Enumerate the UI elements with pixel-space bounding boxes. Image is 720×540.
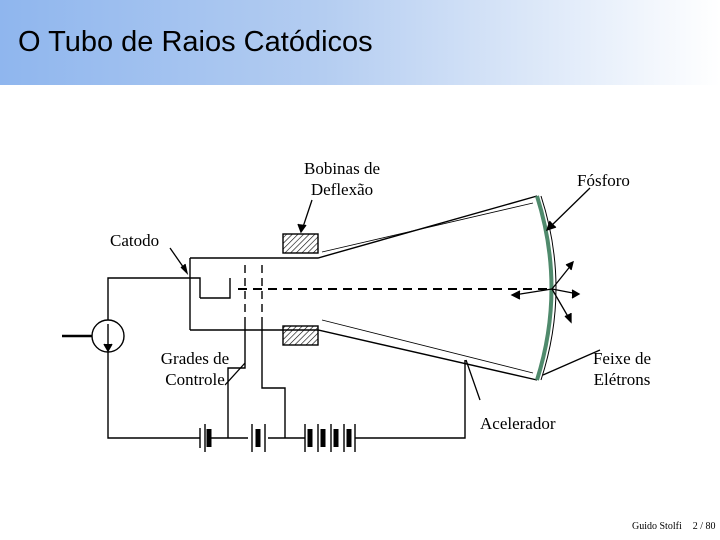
deflection-coil-bottom	[282, 325, 319, 346]
tube-funnel-bottom-inner	[321, 319, 534, 374]
battery-1	[199, 424, 212, 452]
label-deflection-coils: Bobinas de Deflexão	[287, 158, 397, 200]
label-deflection-coils-line1: Bobinas de	[303, 159, 381, 178]
footer: Guido Stolfi 2 / 80	[632, 521, 716, 532]
label-electron-beam-line1: Feixe de	[592, 349, 652, 368]
label-arrows	[169, 187, 601, 401]
label-deflection-coils-line2: Deflexão	[310, 180, 374, 199]
light-rays	[510, 260, 581, 324]
slide-title: O Tubo de Raios Catódicos	[18, 26, 373, 58]
label-electron-beam: Feixe de Elétrons	[572, 348, 672, 390]
tube-envelope	[189, 195, 538, 381]
current-source	[62, 319, 125, 353]
label-phosphor: Fósforo	[577, 171, 630, 190]
label-accelerator: Acelerador	[480, 414, 556, 433]
label-cathode: Catodo	[110, 231, 160, 250]
title-banner	[0, 0, 720, 85]
battery-stack	[304, 424, 356, 452]
tube-neck-top	[190, 195, 538, 259]
battery-2	[251, 424, 266, 452]
footer-page-number: 2 / 80	[692, 521, 716, 532]
label-control-grids-line2: Controle	[165, 370, 225, 389]
tube-funnel-top-inner	[321, 202, 534, 253]
cathode	[200, 278, 231, 299]
phosphor-screen-edge	[540, 195, 557, 381]
label-control-grids: Grades de Controle	[140, 348, 250, 390]
circuit-wiring	[107, 277, 466, 439]
label-control-grids-line1: Grades de	[160, 349, 230, 368]
footer-author: Guido Stolfi	[632, 521, 682, 532]
phosphor-screen	[535, 195, 554, 381]
deflection-coil-top	[282, 233, 319, 254]
label-electron-beam-line2: Elétrons	[593, 370, 651, 389]
